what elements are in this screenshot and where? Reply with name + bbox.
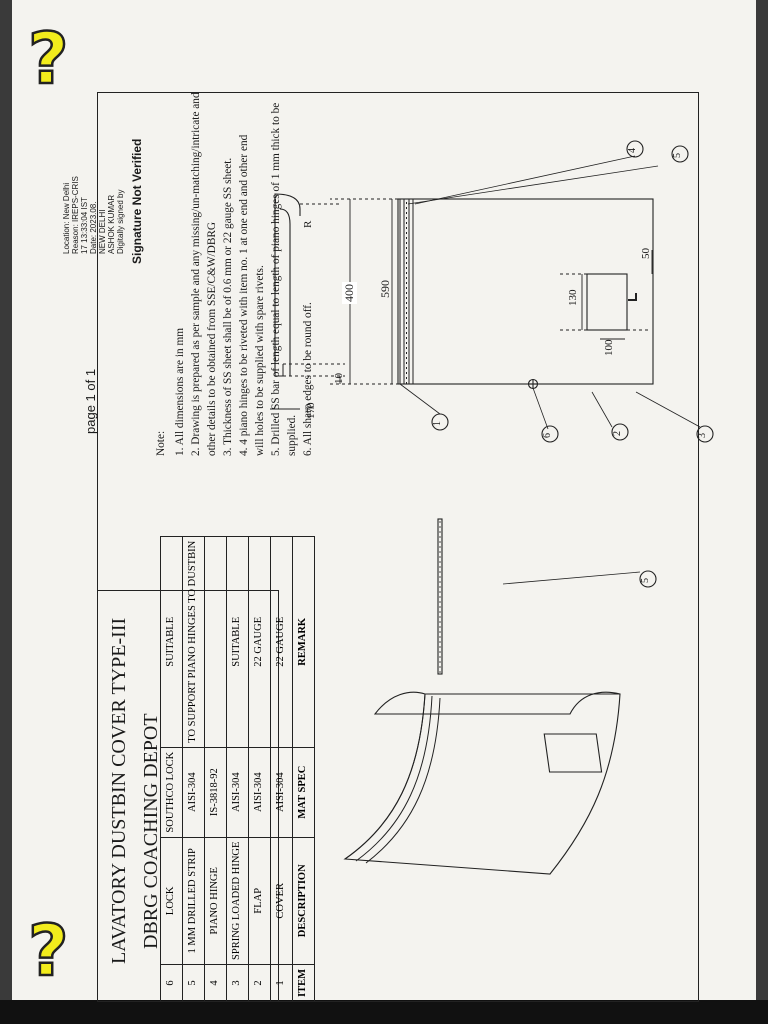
bom-cell: SUITABLE [160, 536, 183, 748]
bom-cell: IS-3818-92 [204, 747, 227, 838]
bom-cell: SPRING LOADED HINGE [226, 837, 249, 965]
bom-cell: SOUTHCO LOCK [160, 747, 183, 838]
signature-line-3: NEW DELHI [98, 209, 107, 254]
signature-line-2: ASHOK KUMAR [107, 194, 116, 254]
balloon-4: 4 [627, 148, 638, 153]
note-5: 4. 4 piano hinges to be riveted with ite… [238, 134, 250, 456]
bom-cell [204, 536, 227, 748]
balloon-3: 3 [697, 433, 708, 438]
spring-hinge [628, 293, 637, 301]
bom-cell: 3 [226, 964, 249, 1002]
drilled-strip-view [437, 518, 443, 675]
signature-line-6: Reason: IREPS-CRIS [71, 176, 80, 254]
bom-cell: 1 [270, 964, 293, 1002]
balloon-5: 5 [672, 153, 683, 158]
bom-cell: AISI-304 [226, 747, 249, 838]
balloon-2: 2 [612, 431, 623, 436]
bom-cell: 4 [204, 964, 227, 1002]
dim-100: 100 [603, 339, 615, 357]
bom-cell: AISI-304 [248, 747, 271, 838]
bom-cell: 2 [248, 964, 271, 1002]
bom-cell: COVER [270, 837, 293, 965]
isometric-cover [343, 693, 621, 875]
bom-cell: PIANO HINGE [204, 837, 227, 965]
dim-590: 590 [378, 280, 392, 298]
signature-line-5: 17 13:33:04 IST [80, 197, 89, 254]
note-6: will holes to be supplied with spare riv… [254, 265, 266, 456]
bom-cell: SUITABLE [226, 536, 249, 748]
bom-header-cell: REMARK [292, 536, 315, 748]
drawing-sheet [12, 0, 756, 1000]
balloon-1: 1 [432, 421, 443, 426]
note-3: other details to be obtained from SSE/C&… [206, 221, 218, 456]
bom-cell: TO SUPPORT PIANO HINGES TO DUSTBIN [182, 536, 205, 748]
dim-130: 130 [567, 289, 579, 307]
bom-cell: FLAP [248, 837, 271, 965]
flap [586, 273, 628, 331]
bom-header-cell: ITEM [292, 964, 315, 1002]
note-1: 1. All dimensions are in mm [174, 327, 186, 456]
bom-header-cell: MAT SPEC [292, 747, 315, 838]
signature-line-4: Date: 2023.08. [89, 201, 98, 254]
signature-line-1: Digitally signed by [116, 189, 125, 254]
bom-cell: 6 [160, 964, 183, 1002]
bom-cell: 5 [182, 964, 205, 1002]
signature-line-7: Location: New Delhi [62, 182, 71, 254]
dim-10: 10 [333, 373, 345, 384]
piano-hinge-strip [399, 199, 414, 384]
cover-side-profile [274, 193, 301, 376]
bom-cell: AISI-304 [182, 747, 205, 838]
note-9: 6. All sharp edges to be round off. [302, 302, 314, 456]
note-8: supplied. [286, 414, 298, 456]
balloon-5-strip: 5 [640, 578, 651, 583]
balloon-leaders [399, 155, 701, 585]
balloon-6: 6 [542, 433, 553, 438]
note-2: 2. Drawing is prepared as per sample and… [190, 92, 202, 456]
dim-50: 50 [640, 248, 652, 259]
note-4: 3. Thickness of SS sheet shall be of 0.6… [222, 157, 234, 456]
bom-cell: 1 MM DRILLED STRIP [182, 837, 205, 965]
isometric-hinge [344, 693, 441, 864]
isometric-flap [543, 733, 603, 773]
notes: Note: [155, 16, 167, 456]
drawing-title: LAVATORY DUSTBIN COVER TYPE-III [108, 617, 130, 964]
page-label: page 1 of 1 [83, 368, 98, 434]
note-7: 5. Drilled SS bar of length equal to len… [270, 102, 282, 456]
bom-cell: LOCK [160, 837, 183, 965]
bom-cell: 22 GAUGE [248, 536, 271, 748]
dim-400: 400 [342, 282, 357, 304]
question-mark-top: ? [27, 17, 70, 102]
scanner-edge [0, 1000, 768, 1024]
question-mark-bottom: ? [27, 909, 70, 994]
bom-cell: 22 GAUGE [270, 536, 293, 748]
bom-header-cell: DESCRIPTION [292, 837, 315, 965]
dim-radius: R [302, 220, 314, 228]
bom-cell: AISI-304 [270, 747, 293, 838]
cover-front-view [397, 198, 654, 385]
balloon-circles [431, 140, 714, 588]
signature-label: Signature Not Verified [130, 138, 144, 264]
notes-heading: Note: [155, 430, 167, 456]
